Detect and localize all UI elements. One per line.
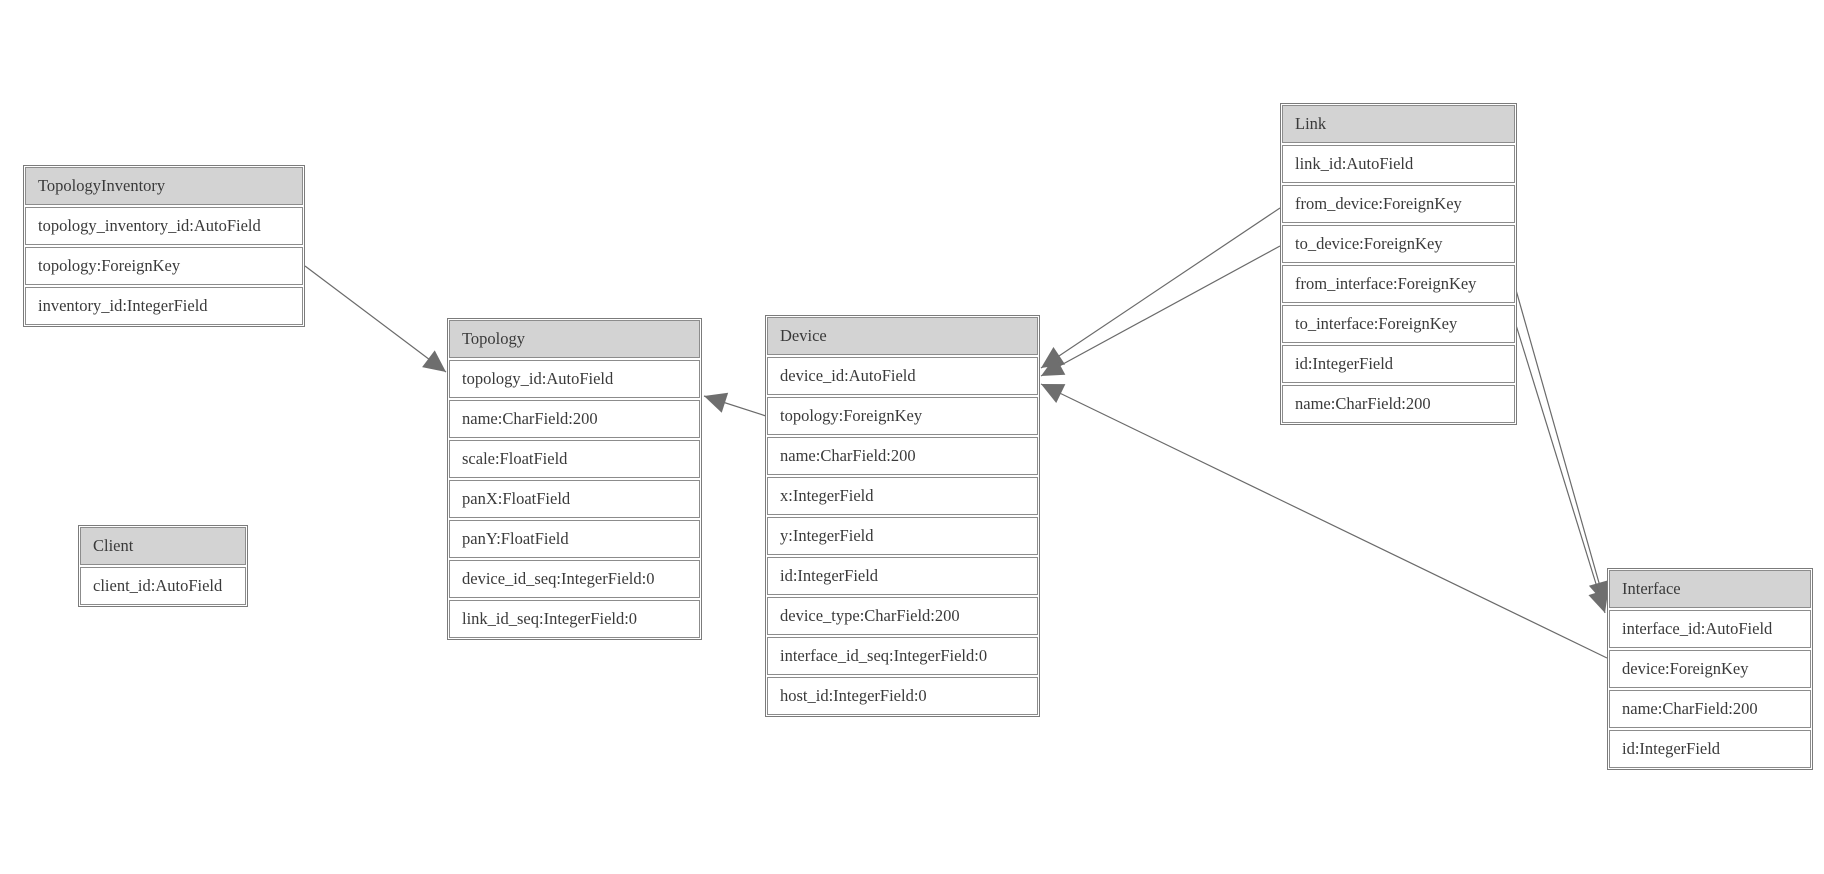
entity-field-row: scale:FloatField [449,440,700,478]
entity-field-row: y:IntegerField [767,517,1038,555]
entity-field-row: device_id_seq:IntegerField:0 [449,560,700,598]
entity-field-row: link_id:AutoField [1282,145,1515,183]
entity-field-row: interface_id:AutoField [1609,610,1811,648]
edge-Link.from_interface-to-Interface.interface_id [1515,289,1610,605]
entity-title: TopologyInventory [25,167,303,205]
entity-title: Device [767,317,1038,355]
entity-field-row: to_device:ForeignKey [1282,225,1515,263]
entity-field-row: to_interface:ForeignKey [1282,305,1515,343]
entity-field-row: panY:FloatField [449,520,700,558]
entity-field-row: topology:ForeignKey [767,397,1038,435]
entity-field-row: host_id:IntegerField:0 [767,677,1038,715]
entity-field-row: name:CharField:200 [767,437,1038,475]
entity-title: Client [80,527,246,565]
entity-field-row: topology_id:AutoField [449,360,700,398]
edge-Interface.device-to-Device.device_id [1040,383,1608,659]
entity-field-row: interface_id_seq:IntegerField:0 [767,637,1038,675]
entity-field-row: device:ForeignKey [1609,650,1811,688]
entity-field-row: id:IntegerField [1609,730,1811,768]
entity-title: Interface [1609,570,1811,608]
entity-field-row: device_id:AutoField [767,357,1038,395]
entity-field-row: name:CharField:200 [449,400,700,438]
entity-title: Link [1282,105,1515,143]
edge-Device.topology-to-Topology.topology_id [703,392,767,417]
entity-field-row: topology:ForeignKey [25,247,303,285]
edge-Link.to_interface-to-Interface.interface_id [1515,324,1609,614]
entity-field-row: x:IntegerField [767,477,1038,515]
entity-field-row: from_device:ForeignKey [1282,185,1515,223]
edge-Link.to_device-to-Device.device_id [1040,245,1281,377]
entity-field-row: device_type:CharField:200 [767,597,1038,635]
entity-field-row: from_interface:ForeignKey [1282,265,1515,303]
entity-field-row: name:CharField:200 [1609,690,1811,728]
entity-field-row: inventory_id:IntegerField [25,287,303,325]
entity-field-row: id:IntegerField [767,557,1038,595]
edge-Link.from_device-to-Device.device_id [1040,207,1281,369]
entity-field-row: topology_inventory_id:AutoField [25,207,303,245]
entity-title: Topology [449,320,700,358]
entity-field-row: id:IntegerField [1282,345,1515,383]
entity-field-row: name:CharField:200 [1282,385,1515,423]
entity-field-row: client_id:AutoField [80,567,246,605]
entity-field-row: link_id_seq:IntegerField:0 [449,600,700,638]
edge-TopologyInventory.topology-to-Topology.topology_id [304,265,447,373]
entity-field-row: panX:FloatField [449,480,700,518]
